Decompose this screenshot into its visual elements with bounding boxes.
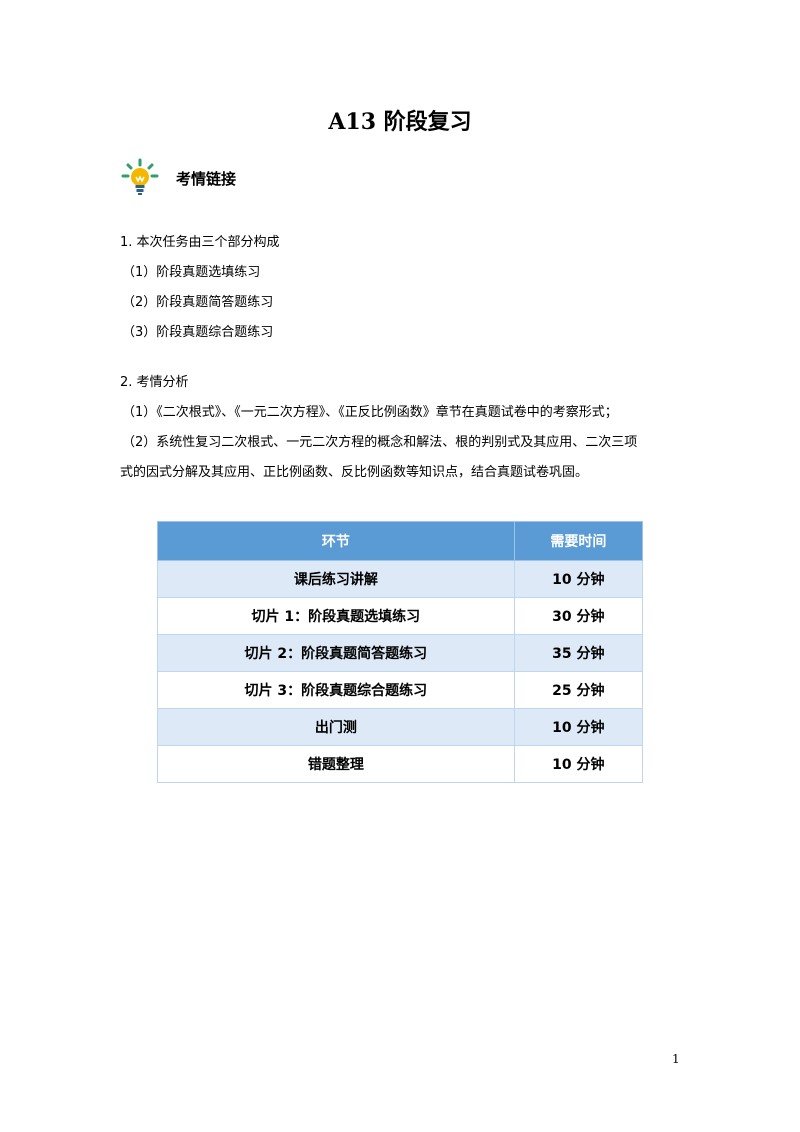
section-heading-label: 考情链接 [176, 169, 237, 188]
table-row: 切片 3：阶段真题综合题练习 25 分钟 [157, 671, 644, 709]
list-item: （2）阶段真题简答题练习 [122, 295, 274, 310]
time-cell: 10 分钟 [513, 708, 644, 746]
column-header-time: 需要时间 [513, 521, 644, 561]
table-row: 切片 1：阶段真题选填练习 30 分钟 [157, 597, 644, 635]
table-row: 出门测 10 分钟 [157, 708, 644, 746]
column-header-stage: 环节 [157, 521, 515, 561]
stage-cell: 课后练习讲解 [157, 560, 515, 598]
list-item: （2）系统性复习二次根式、一元二次方程的概念和解法、根的判别式及其应用、二次三项 [122, 435, 638, 450]
table-row: 课后练习讲解 10 分钟 [157, 560, 644, 598]
time-cell: 35 分钟 [513, 634, 644, 672]
stage-cell: 出门测 [157, 708, 515, 746]
task-structure-heading: 1. 本次任务由三个部分构成 [120, 235, 280, 250]
time-cell: 10 分钟 [513, 560, 644, 598]
section-heading: 考情链接 [120, 158, 236, 198]
schedule-table: 环节 需要时间 课后练习讲解 10 分钟 切片 1：阶段真题选填练习 30 分钟… [157, 521, 644, 783]
table-row: 错题整理 10 分钟 [157, 745, 644, 783]
lightbulb-icon [121, 158, 159, 195]
table-header-row: 环节 需要时间 [157, 521, 644, 561]
stage-cell: 切片 1：阶段真题选填练习 [157, 597, 515, 635]
exam-analysis: 2. 考情分析 （1）《二次根式》、《一元二次方程》、《正反比例函数》章节在真题… [120, 368, 685, 488]
list-item: （3）阶段真题综合题练习 [122, 325, 274, 340]
page-title: A13 阶段复习 [328, 109, 472, 135]
task-structure: 1. 本次任务由三个部分构成 （1）阶段真题选填练习 （2）阶段真题简答题练习 … [120, 228, 685, 348]
list-item-continuation: 式的因式分解及其应用、正比例函数、反比例函数等知识点，结合真题试卷巩固。 [120, 465, 589, 480]
exam-analysis-heading: 2. 考情分析 [120, 375, 189, 390]
stage-cell: 切片 2：阶段真题简答题练习 [157, 634, 515, 672]
stage-cell: 切片 3：阶段真题综合题练习 [157, 671, 515, 709]
stage-cell: 错题整理 [157, 745, 515, 783]
list-item: （1）阶段真题选填练习 [122, 265, 261, 280]
table-row: 切片 2：阶段真题简答题练习 35 分钟 [157, 634, 644, 672]
time-cell: 10 分钟 [513, 745, 644, 783]
time-cell: 25 分钟 [513, 671, 644, 709]
page-number: 1 [672, 1052, 680, 1066]
list-item: （1）《二次根式》、《一元二次方程》、《正反比例函数》章节在真题试卷中的考察形式… [122, 405, 618, 420]
time-cell: 30 分钟 [513, 597, 644, 635]
